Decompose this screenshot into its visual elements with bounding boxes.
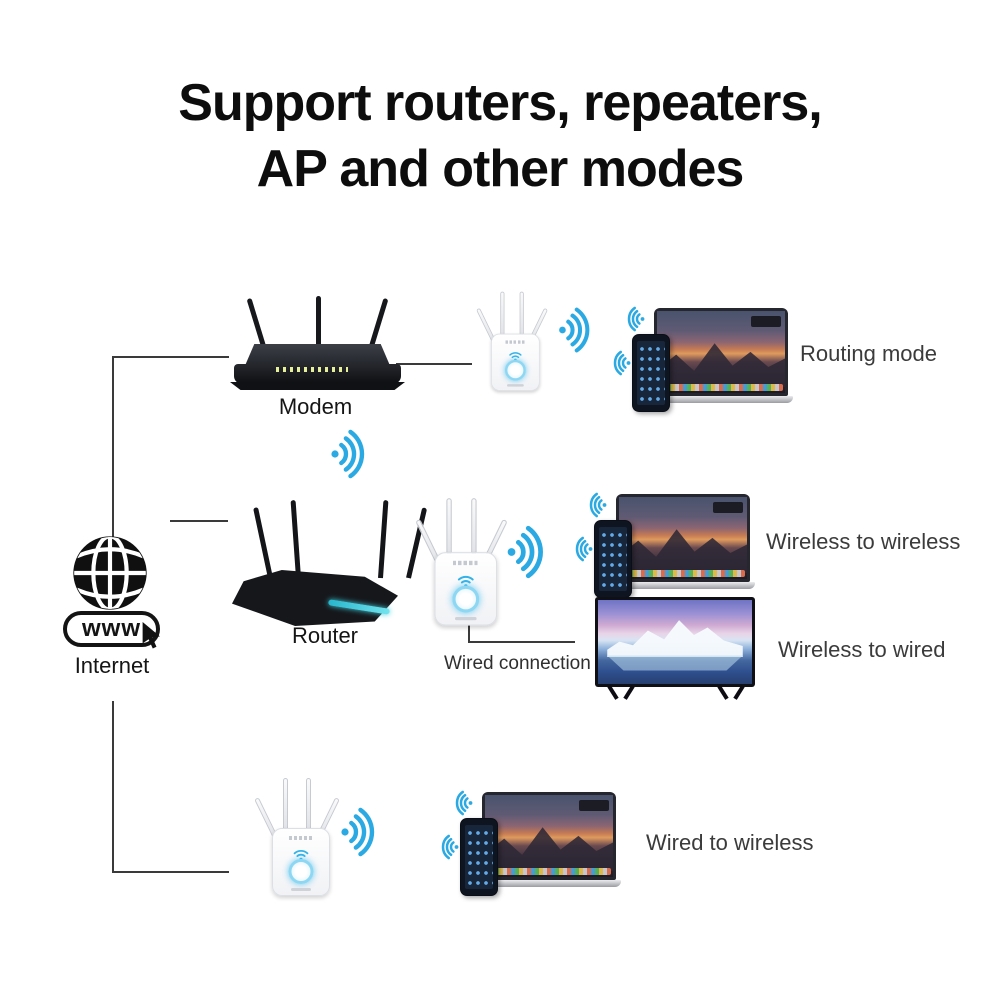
wallpaper-caption: [579, 800, 609, 811]
phone-device: [460, 818, 498, 896]
repeater-markings: [288, 836, 314, 841]
tv-leg: [733, 685, 745, 700]
router-antenna: [290, 500, 301, 579]
repeater-brand-mark: [454, 617, 477, 621]
globe-icon: [73, 536, 147, 610]
client-devices: [436, 778, 621, 898]
tv-screen: [598, 600, 752, 684]
cursor-icon: [142, 622, 160, 649]
laptop-base: [474, 880, 621, 887]
wifi-signal-icon: [504, 522, 560, 582]
connector-line: [112, 871, 229, 873]
laptop-wallpaper: [485, 795, 613, 877]
wps-button: [504, 360, 526, 382]
connector-line: [112, 356, 114, 541]
wifi-signal-icon: [434, 834, 460, 860]
tv-iceberg-reflection: [607, 655, 743, 671]
laptop-wallpaper: [657, 311, 785, 393]
mode-label-wireless-to-wireless: Wireless to wireless: [766, 529, 961, 554]
modem-label: Modem: [278, 394, 353, 419]
modem-base: [230, 382, 405, 390]
repeater-device: [476, 290, 549, 391]
laptop-dock: [659, 384, 783, 391]
phone-device: [594, 520, 632, 598]
router-device: [230, 496, 430, 646]
modem-body: [234, 364, 401, 384]
wired-connection-line: [468, 641, 575, 643]
wallpaper-mountains: [485, 827, 613, 871]
wifi-signal-icon: [448, 790, 474, 816]
laptop-base: [646, 396, 793, 403]
repeater-device: [254, 776, 340, 896]
connector-line: [396, 363, 472, 365]
title-line-2: AP and other modes: [256, 140, 745, 198]
router-body: [232, 570, 398, 626]
wallpaper-mountains: [619, 529, 747, 573]
laptop-dock: [621, 570, 745, 577]
phone-screen: [637, 341, 665, 405]
connector-line: [112, 701, 114, 873]
tv-leg: [607, 685, 619, 700]
wallpaper-mountains: [657, 343, 785, 387]
connector-line: [112, 356, 229, 358]
wifi-signal-icon: [582, 492, 608, 518]
client-devices: [608, 294, 793, 414]
laptop-device: [654, 308, 788, 396]
wps-button: [288, 859, 314, 885]
repeater-antenna: [306, 778, 311, 830]
wifi-signal-icon: [568, 536, 594, 562]
repeater-markings: [505, 340, 526, 344]
tv-leg: [717, 685, 729, 700]
wifi-signal-icon: [556, 306, 604, 354]
wallpaper-caption: [713, 502, 743, 513]
internet-label: Internet: [74, 653, 150, 678]
modem-led-strip: [276, 367, 348, 372]
mode-label-routing: Routing mode: [800, 341, 937, 366]
connector-line: [170, 520, 228, 522]
wps-button: [452, 586, 480, 614]
wallpaper-caption: [751, 316, 781, 327]
phone-screen: [599, 527, 627, 591]
phone-screen: [465, 825, 493, 889]
phone-device: [632, 334, 670, 412]
wifi-signal-icon: [606, 350, 632, 376]
mode-label-wired-to-wireless: Wired to wireless: [646, 830, 814, 855]
www-badge: www: [63, 611, 160, 647]
repeater-device: [415, 496, 508, 626]
repeater-antenna: [283, 778, 288, 830]
laptop-device: [482, 792, 616, 880]
client-devices: [570, 480, 755, 600]
wifi-signal-icon: [328, 428, 380, 480]
repeater-brand-mark: [506, 384, 524, 387]
laptop-wallpaper: [619, 497, 747, 579]
mode-label-wireless-to-wired: Wireless to wired: [778, 637, 946, 662]
modem-device: [230, 288, 405, 396]
router-label: Router: [291, 623, 359, 648]
repeater-brand-mark: [290, 888, 312, 892]
laptop-device: [616, 494, 750, 582]
router-antenna: [378, 500, 389, 579]
tv-device: [595, 597, 755, 701]
tv-frame: [595, 597, 755, 687]
page-title: Support routers, repeaters, AP and other…: [0, 70, 1000, 202]
repeater-antenna: [471, 498, 477, 555]
wired-connection-label: Wired connection: [444, 653, 591, 674]
modem-antenna: [316, 296, 321, 356]
repeater-antenna: [446, 498, 452, 555]
wifi-signal-icon: [620, 306, 646, 332]
tv-iceberg-image: [607, 620, 743, 658]
wifi-signal-icon: [338, 804, 390, 860]
laptop-dock: [487, 868, 611, 875]
laptop-base: [608, 582, 755, 589]
repeater-antenna: [519, 291, 524, 336]
router-antenna: [253, 507, 273, 579]
repeater-markings: [452, 561, 480, 566]
repeater-antenna: [500, 291, 505, 336]
tv-leg: [623, 685, 635, 700]
router-antenna: [406, 507, 428, 579]
title-line-1: Support routers, repeaters,: [178, 74, 822, 132]
